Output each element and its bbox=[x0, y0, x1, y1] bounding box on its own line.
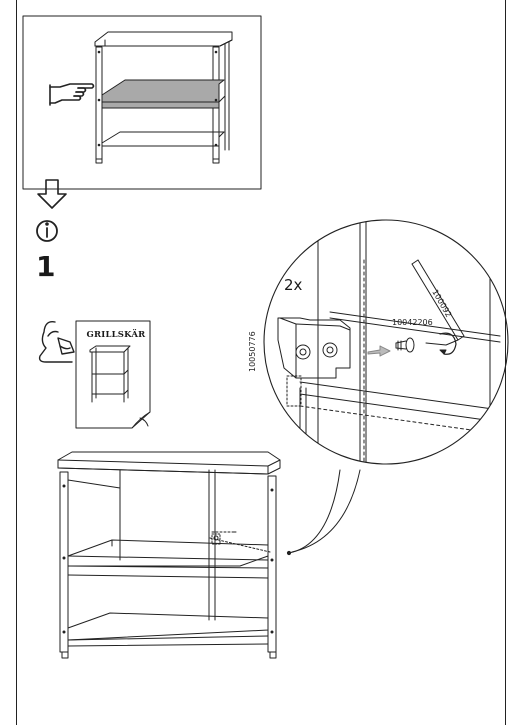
page-frame bbox=[16, 0, 506, 725]
callout-lines bbox=[288, 469, 361, 554]
pointing-hand-icon bbox=[49, 83, 95, 106]
preview-panel bbox=[22, 15, 262, 190]
manual-reader-icon bbox=[38, 321, 75, 363]
allen-key-icon bbox=[411, 259, 465, 355]
down-arrow-icon bbox=[37, 179, 67, 209]
screw-part-number: 10042206 bbox=[392, 318, 433, 327]
screw-icon bbox=[395, 337, 415, 353]
main-shelf-unit bbox=[57, 451, 292, 659]
instruction-booklet bbox=[75, 320, 151, 429]
quantity-label: 2x bbox=[284, 276, 303, 294]
preview-shelf-unit bbox=[94, 31, 233, 164]
panel-part-number: 10050776 bbox=[248, 331, 257, 372]
info-icon bbox=[36, 220, 58, 242]
detail-zoom bbox=[263, 219, 509, 465]
step-number: 1 bbox=[36, 250, 56, 283]
booklet-title: GRILLSKÄR bbox=[86, 330, 146, 340]
